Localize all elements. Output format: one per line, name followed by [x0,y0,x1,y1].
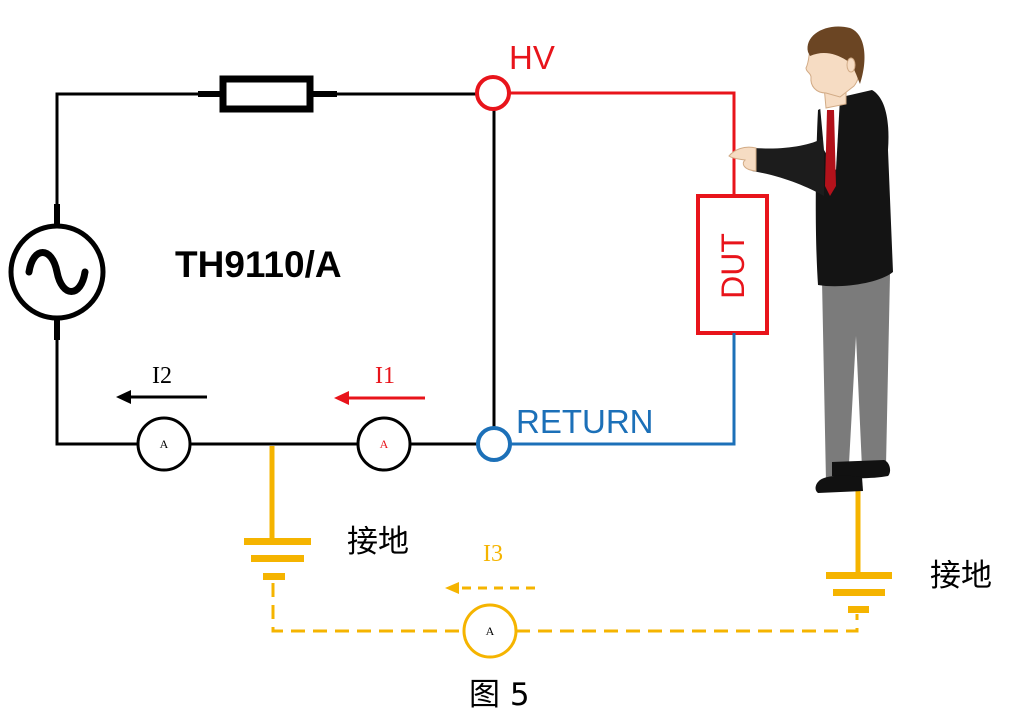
ground-bar-3 [848,606,869,613]
ammeter-label: A [380,437,389,451]
hv-terminal-label: HV [509,39,555,76]
bottom-left-wire [55,339,138,446]
ground-icon [826,572,892,613]
leakage-wire-left [271,583,464,633]
person-front-hand [728,146,757,172]
return-wire [510,333,736,446]
ground-bar-3 [263,573,285,580]
hv-terminal [475,75,511,111]
person-front-arm [752,138,824,196]
device-label: TH9110/A [175,244,342,285]
ground-bar-1 [826,572,892,579]
ammeter-i2: A [136,416,192,472]
current-i1: I1 [334,363,425,405]
person-pants [822,274,890,482]
person-tie [825,110,836,196]
ground-bar-2 [833,589,885,596]
person-figure [728,26,893,493]
ammeter-label: A [160,437,169,451]
hv-path: HV DUT [475,39,769,335]
leakage-wire-right [516,614,859,633]
ground-bar-1 [244,538,311,545]
ground-path: 接地 A 接地 [244,446,992,659]
arrow-left-icon [116,390,131,404]
hv-wire [509,91,736,196]
sine-wave-icon [25,249,89,295]
person-front-shoe [815,475,863,493]
current-i2-label: I2 [152,363,172,389]
ground-bar-2 [251,555,304,562]
return-terminal [476,426,512,462]
current-i3-label: I3 [483,541,503,567]
return-path: RETURN [476,333,736,462]
ac-source-icon [8,204,106,340]
main-circuit: A A TH9110/A [8,75,496,472]
ground-label-right: 接地 [930,558,992,594]
return-terminal-label: RETURN [516,403,654,440]
person-hair [807,26,865,84]
person-ear [846,57,856,73]
ground-label-left: 接地 [347,524,409,560]
current-i3: I3 [445,541,535,594]
dut-label: DUT [715,233,751,299]
ammeter-label: A [486,624,495,638]
current-i2: I2 [116,363,207,404]
current-i1-label: I1 [375,363,395,389]
figure-caption: 图 5 [469,677,530,713]
arrow-left-icon [445,582,459,594]
top-left-wire [55,92,199,206]
ammeter-i3: A [462,603,518,659]
arrow-left-icon [334,391,349,405]
ground-icon [244,538,311,580]
person-back-shoe [832,460,891,479]
ammeter-i1: A [356,416,412,472]
resistor-icon [219,75,314,113]
